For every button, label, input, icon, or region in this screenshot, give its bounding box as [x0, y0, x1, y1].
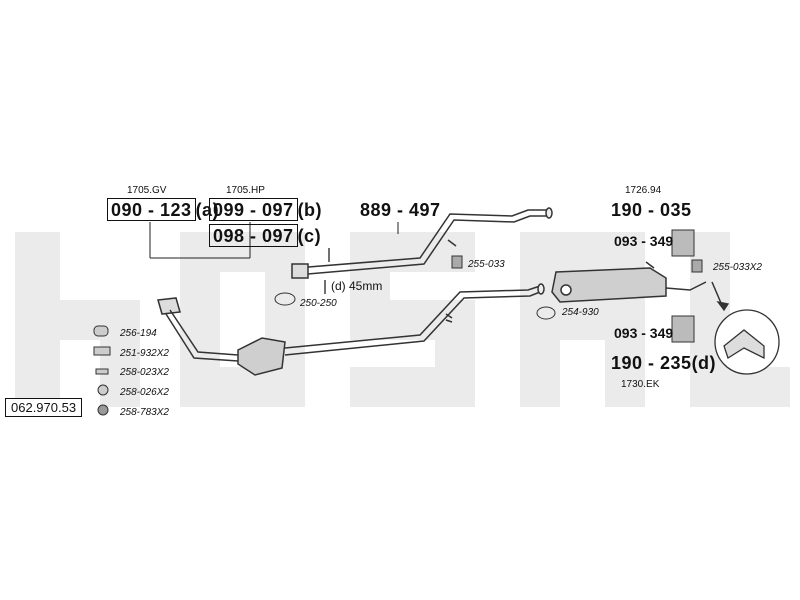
gasket-icon	[93, 325, 109, 337]
mount-top-code: 093 - 349	[614, 233, 674, 249]
part-b-code: 099 - 097	[209, 198, 298, 221]
rear-ref-label: 1726.94	[625, 185, 662, 196]
rear-muffler	[551, 261, 707, 303]
clamp-c1-label: 255-033	[468, 259, 505, 270]
part-number-box: 062.970.53	[5, 398, 83, 417]
middle-pipe-code: 889 - 497	[360, 200, 441, 220]
ref-b-label: 1705.HP	[226, 185, 265, 196]
accessory-icons	[93, 325, 111, 416]
spring-icon	[93, 346, 111, 356]
gasket-250-250	[274, 292, 296, 306]
code-link-lines	[149, 222, 251, 259]
rubber-mount-top	[671, 229, 695, 257]
nut-icon	[97, 384, 109, 396]
accessory-4: 258-026X2	[120, 387, 169, 398]
front-pipe	[157, 283, 545, 376]
part-c-group: 098 - 097(c)	[209, 224, 322, 247]
part-c-code: 098 - 097	[209, 224, 298, 247]
clamp-255-033x2	[691, 259, 703, 273]
diameter-label: (d) 45mm	[331, 279, 383, 293]
rubber-mount-bottom	[671, 315, 695, 343]
clamp-255-033	[451, 255, 463, 269]
clamp-254-930	[536, 306, 556, 320]
clamp-c3-label: 254-930	[562, 307, 599, 318]
accessory-2: 251-932X2	[120, 348, 169, 359]
rear-part-2-code: 190 - 235	[611, 353, 692, 373]
accessory-3: 258-023X2	[120, 367, 169, 378]
washer-icon	[97, 404, 109, 416]
part-b-group: 099 - 097(b)	[209, 198, 323, 221]
rear-part-2-suffix: (d)	[691, 353, 717, 373]
ref-a-label: 1705.GV	[127, 185, 167, 196]
part-a-group: 090 - 123(a)	[107, 198, 220, 221]
middle-pipe	[291, 207, 553, 279]
detail-magnifier	[711, 281, 780, 375]
rear-part-code: 190 - 035	[611, 200, 692, 220]
rear-part-2-group: 190 - 235(d)	[611, 354, 716, 372]
part-a-suffix: (a)	[195, 200, 220, 220]
rear-ref-2-label: 1730.EK	[621, 379, 660, 390]
accessory-5: 258-783X2	[120, 407, 169, 418]
part-a-code: 090 - 123	[107, 198, 196, 221]
part-c-suffix: (c)	[297, 226, 322, 246]
diameter-arrows	[324, 248, 330, 294]
bolt-icon	[95, 368, 109, 375]
clamp-c4-label: 255-033X2	[713, 262, 762, 273]
part-b-suffix: (b)	[297, 200, 323, 220]
clamp-c2-label: 250-250	[300, 298, 337, 309]
accessory-1: 256-194	[120, 328, 157, 339]
mount-bottom-code: 093 - 349	[614, 325, 674, 341]
